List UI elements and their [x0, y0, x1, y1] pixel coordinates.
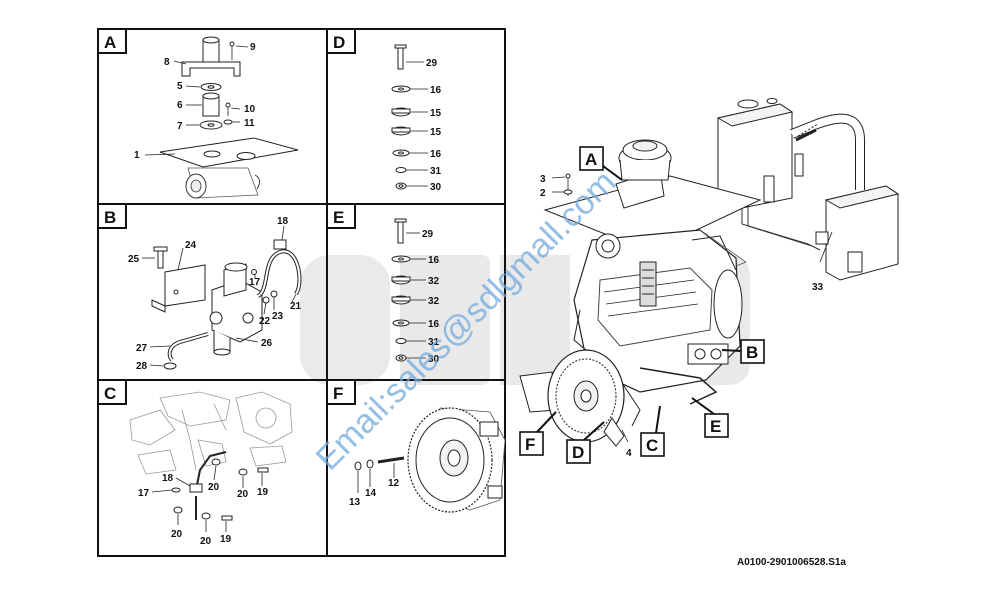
callout-a-7: 7 — [177, 121, 183, 132]
callout-e-32b: 32 — [428, 296, 440, 307]
callout-a-8: 8 — [164, 57, 170, 68]
callout-b-17: 17 — [249, 277, 261, 288]
callout-overview-4: 4 — [626, 448, 632, 459]
overview-callouts: 3 2 33 4 — [540, 174, 833, 459]
panel-d-drawing — [391, 44, 411, 190]
panel-c-id: C — [104, 384, 116, 403]
callout-b-26: 26 — [261, 338, 273, 349]
callout-b-25: 25 — [128, 254, 140, 265]
callout-a-11: 11 — [244, 118, 255, 129]
panel-c-drawing — [171, 451, 269, 521]
callout-c-19a: 19 — [257, 487, 269, 498]
callout-c-20a: 20 — [208, 482, 220, 493]
callout-a-10: 10 — [244, 104, 256, 115]
panel-e-drawing — [391, 218, 411, 362]
callout-c-18: 18 — [162, 473, 174, 484]
callout-c-20c: 20 — [171, 529, 183, 540]
callout-overview-2: 2 — [540, 188, 546, 199]
panel-tab-c: C — [97, 379, 127, 405]
view-label-f: F — [525, 435, 535, 454]
callout-d-29: 29 — [426, 58, 438, 69]
view-label-c: C — [646, 436, 658, 455]
callout-e-16b: 16 — [428, 319, 440, 330]
drawing-number: A0100-2901006528.S1a — [737, 557, 846, 568]
callout-f-14: 14 — [365, 488, 377, 499]
callout-d-15b: 15 — [430, 127, 442, 138]
panel-a-id: A — [104, 33, 116, 52]
panel-tab-e: E — [326, 203, 356, 229]
view-label-e: E — [710, 417, 721, 436]
callout-a-1: 1 — [134, 150, 140, 161]
callout-e-16a: 16 — [428, 255, 440, 266]
callout-e-29: 29 — [422, 229, 434, 240]
callout-b-24: 24 — [185, 240, 197, 251]
view-label-a: A — [585, 150, 597, 169]
callout-b-22: 22 — [259, 316, 271, 327]
panel-d-callouts: 29 16 15 15 16 31 30 — [406, 58, 442, 193]
panel-f-drawing — [354, 407, 506, 513]
panel-e-callouts: 29 16 32 32 16 31 30 — [406, 229, 440, 365]
callout-b-23: 23 — [272, 311, 284, 322]
panel-c-background — [129, 391, 293, 475]
callout-c-20b: 20 — [237, 489, 249, 500]
panel-b-callouts: 18 25 24 17 21 22 23 27 26 28 — [128, 216, 302, 372]
callout-d-31: 31 — [430, 166, 442, 177]
panel-e-id: E — [333, 208, 344, 227]
panel-a-drawing — [159, 36, 299, 199]
panel-a-callouts: 8 9 5 6 10 7 11 1 — [134, 42, 256, 161]
callout-d-16b: 16 — [430, 149, 442, 160]
callout-b-18: 18 — [277, 216, 289, 227]
callout-a-5: 5 — [177, 81, 183, 92]
callout-e-32a: 32 — [428, 276, 440, 287]
callout-a-9: 9 — [250, 42, 256, 53]
callout-b-27: 27 — [136, 343, 148, 354]
callout-b-21: 21 — [290, 301, 302, 312]
panel-c-callouts: 18 20 17 20 19 20 20 19 — [138, 465, 269, 547]
panel-d-id: D — [333, 33, 345, 52]
callout-f-12: 12 — [388, 478, 400, 489]
callout-d-16a: 16 — [430, 85, 442, 96]
panel-b-id: B — [104, 208, 116, 227]
callout-c-19b: 19 — [220, 534, 232, 545]
engine-overview — [519, 98, 900, 447]
callout-f-13: 13 — [349, 497, 361, 508]
panel-tab-d: D — [326, 28, 356, 54]
callout-d-30: 30 — [430, 182, 442, 193]
callout-c-20d: 20 — [200, 536, 212, 547]
panel-grid — [97, 28, 506, 557]
callout-a-6: 6 — [177, 100, 183, 111]
callout-overview-3: 3 — [540, 174, 546, 185]
callout-c-17: 17 — [138, 488, 150, 499]
panel-f-callouts: 12 14 13 — [349, 463, 400, 508]
overview-view-labels: A B C D E F — [519, 146, 765, 464]
panel-tab-b: B — [97, 203, 127, 229]
callout-b-28: 28 — [136, 361, 148, 372]
view-label-b: B — [746, 343, 758, 362]
panel-b-drawing — [151, 239, 302, 370]
panel-tab-a: A — [97, 28, 127, 54]
view-label-d: D — [572, 443, 584, 462]
callout-e-31: 31 — [428, 337, 440, 348]
callout-e-30: 30 — [428, 354, 440, 365]
panel-f-id: F — [333, 384, 343, 403]
panel-tab-f: F — [326, 379, 356, 405]
callout-d-15a: 15 — [430, 108, 442, 119]
callout-overview-33: 33 — [812, 282, 824, 293]
